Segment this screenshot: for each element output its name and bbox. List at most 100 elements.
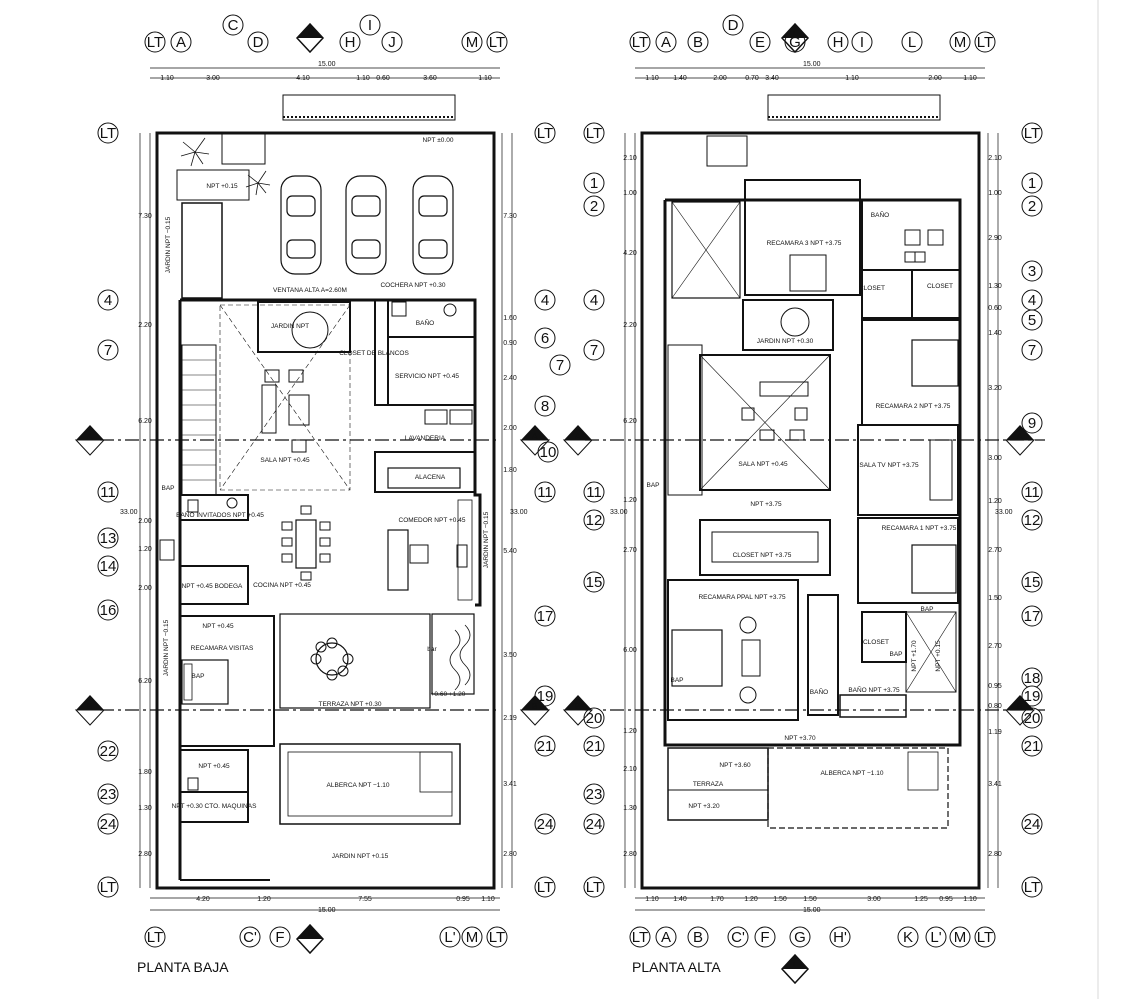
grid-axis-bubble: 20 (1021, 707, 1043, 729)
grid-axis-bubble: 17 (1021, 605, 1043, 627)
pb-overall-length-right: 33.00 (510, 509, 528, 516)
room-label: ALBERCA NPT −1.10 (327, 782, 390, 789)
grid-axis-label: H (345, 34, 356, 51)
grid-axis-label: F (275, 929, 284, 946)
grid-axis-label: 6 (541, 330, 549, 347)
planta-baja-plan (100, 67, 513, 911)
room-label: NPT +0.45 BODEGA (182, 583, 243, 590)
grid-axis-label: L (908, 34, 916, 51)
room-label: CLOSET (927, 283, 953, 290)
dimension-label: 3.20 (988, 385, 1002, 392)
grid-axis-label: 24 (586, 816, 603, 833)
grid-axis-label: B (693, 34, 703, 51)
grid-axis-label: 24 (537, 816, 554, 833)
grid-axis-bubble: M (461, 926, 483, 948)
grid-axis-bubble: LT (534, 876, 556, 898)
pa-overall-length: 33.00 (610, 509, 628, 516)
dimension-label: 2.19 (503, 715, 517, 722)
pa-pool (767, 747, 949, 829)
grid-axis-label: 11 (537, 484, 553, 501)
grid-axis-bubble: D (247, 31, 269, 53)
dimension-label: 2.80 (138, 851, 152, 858)
dimension-label: 6.00 (623, 647, 637, 654)
dimension-label: 1.30 (623, 805, 637, 812)
room-label: TERRAZA (693, 781, 724, 788)
svg-text:B: B (532, 702, 537, 711)
pb-guest-bath (179, 494, 249, 521)
section-marker-b-pa: B (562, 695, 594, 726)
dimension-label: 1.10 (845, 75, 859, 82)
dimension-label: 6.20 (138, 418, 152, 425)
dimension-label: 3.41 (503, 781, 517, 788)
grid-axis-label: D (253, 34, 264, 51)
grid-axis-label: LT (489, 34, 505, 51)
grid-axis-label: I (368, 17, 372, 34)
dimension-label: 1.10 (481, 896, 495, 903)
grid-axis-bubble: 7 (583, 339, 605, 361)
dimension-label: 6.20 (623, 418, 637, 425)
grid-axis-bubble: F (754, 926, 776, 948)
room-label: COCHERA NPT +0.30 (380, 282, 445, 289)
pa-bath-lower (807, 594, 839, 716)
grid-axis-label: 19 (537, 688, 554, 705)
grid-axis-label: LT (147, 929, 163, 946)
svg-text:A: A (87, 432, 93, 441)
grid-axis-bubble: I (851, 31, 873, 53)
pa-bedroom-3 (744, 179, 861, 296)
dimension-label: 2.20 (138, 322, 152, 329)
pb-sofa (261, 384, 277, 434)
dimension-label: 4.10 (296, 75, 310, 82)
room-label: NPT +0.15 (935, 640, 942, 672)
dimension-label: 3.50 (503, 652, 517, 659)
dimension-label: 3.40 (765, 75, 779, 82)
dimension-label: 1.30 (988, 283, 1002, 290)
dimension-label: 1.00 (623, 190, 637, 197)
room-label: JARDIN NPT +0.30 (757, 338, 814, 345)
grid-axis-label: M (954, 929, 967, 946)
dimension-label: 2.10 (623, 766, 637, 773)
grid-axis-bubble: M (461, 31, 483, 53)
room-label: BAP (646, 482, 659, 489)
grid-axis-bubble: 21 (1021, 735, 1043, 757)
dimension-label: 1.20 (623, 728, 637, 735)
section-marker-a-right: A (519, 425, 551, 456)
grid-axis-label: C (228, 17, 239, 34)
grid-axis-bubble: LT (974, 31, 996, 53)
dimension-label: 1.70 (710, 896, 724, 903)
dimension-label: 0.95 (988, 683, 1002, 690)
grid-axis-label: 7 (590, 342, 598, 359)
grid-axis-bubble: A (170, 31, 192, 53)
dimension-label: 1.60 (503, 315, 517, 322)
dimension-label: 1.20 (988, 498, 1002, 505)
grid-axis-bubble: 22 (97, 740, 119, 762)
grid-axis-label: 9 (1028, 415, 1036, 432)
room-label: BAP (920, 606, 933, 613)
grid-axis-label: C' (243, 929, 257, 946)
grid-axis-bubble: LT (974, 926, 996, 948)
grid-axis-bubble: 4 (534, 289, 556, 311)
dimension-label: 3.60 (423, 75, 437, 82)
room-label: NPT +0.15 (206, 183, 238, 190)
grid-axis-bubble: J (381, 31, 403, 53)
grid-axis-bubble: C (222, 14, 244, 36)
grid-axis-bubble: E (749, 31, 771, 53)
grid-axis-label: 4 (104, 292, 112, 309)
grid-axis-label: LT (489, 929, 505, 946)
grid-axis-bubble: A (655, 31, 677, 53)
grid-axis-bubble: 4 (583, 289, 605, 311)
section-marker-b-right: B (519, 695, 551, 726)
section-marker-a: A (74, 425, 106, 456)
planta-alta-plan (585, 67, 1045, 911)
grid-axis-label: C' (731, 929, 745, 946)
dimension-label: 1.40 (673, 75, 687, 82)
grid-axis-label: 24 (100, 816, 117, 833)
grid-axis-bubble: C' (239, 926, 261, 948)
grid-axis-bubble: 11 (1021, 481, 1043, 503)
grid-axis-label: 20 (1024, 710, 1041, 727)
pb-car (280, 175, 322, 275)
room-label: BAÑO (416, 318, 434, 327)
grid-axis-label: 21 (537, 738, 554, 755)
room-label: SALA NPT +0.45 (738, 461, 788, 468)
pa-front-trellis (767, 94, 941, 121)
grid-axis-bubble: LT (97, 876, 119, 898)
